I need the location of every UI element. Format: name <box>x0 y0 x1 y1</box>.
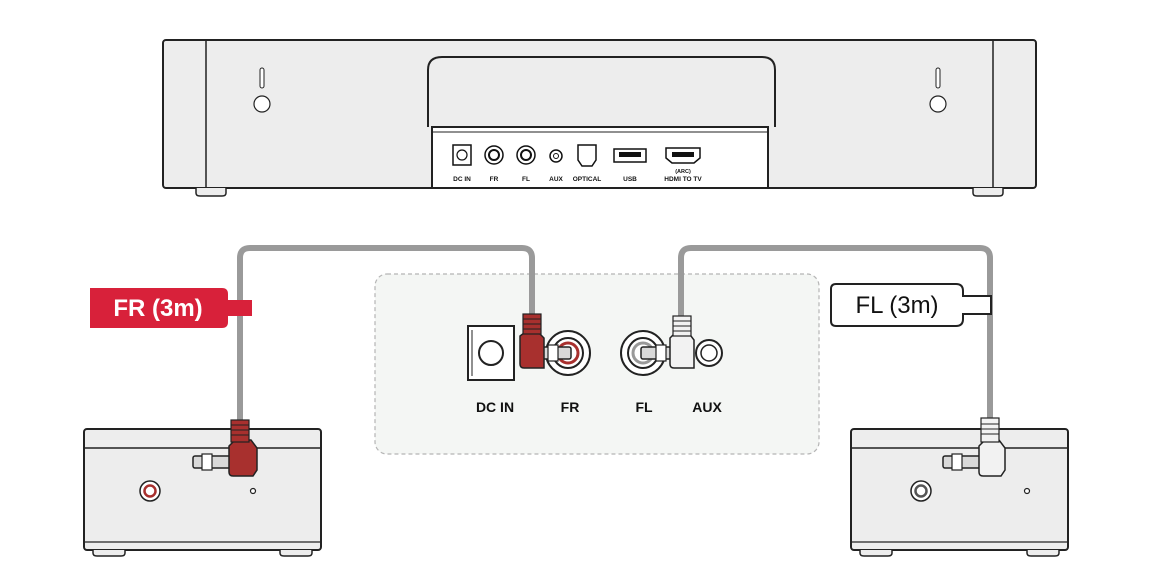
soundbar-usb-port-icon <box>613 148 647 163</box>
soundbar-fl-label: FL <box>522 176 530 183</box>
zoom-fr-plug-icon <box>519 313 572 369</box>
fr-cable-label: FR (3m) <box>113 295 202 322</box>
soundbar-hdmi-label: HDMI TO TV <box>664 176 702 183</box>
soundbar-dc-in-label: DC IN <box>453 176 471 183</box>
fr-speaker-rca-jack-icon <box>139 480 161 502</box>
soundbar-aux-label: AUX <box>549 176 563 183</box>
zoom-dc-in-label: DC IN <box>476 399 514 415</box>
soundbar-usb-label: USB <box>623 176 637 183</box>
fl-speaker <box>850 428 1069 557</box>
zoom-aux-label: AUX <box>692 399 722 415</box>
soundbar-dc-in-port-icon <box>452 144 472 166</box>
zoom-panel <box>374 273 820 455</box>
fl-cable <box>678 245 993 425</box>
zoom-fr-label: FR <box>561 399 580 415</box>
soundbar-fr-port-icon <box>484 145 504 165</box>
fr-speaker-plug-icon <box>192 419 258 477</box>
soundbar-optical-port-icon <box>577 144 597 167</box>
fr-speaker-indicator-icon <box>249 487 257 495</box>
soundbar-hdmi-port-icon <box>665 147 701 164</box>
fl-speaker-plug-icon <box>942 417 1006 477</box>
fl-speaker-rca-jack-icon <box>910 480 932 502</box>
fr-speaker <box>83 428 322 557</box>
zoom-fl-plug-icon <box>640 315 695 369</box>
soundbar-fr-label: FR <box>490 176 499 183</box>
soundbar-optical-label: OPTICAL <box>573 176 602 183</box>
zoom-fl-label: FL <box>635 399 653 415</box>
right-keyhole-icon <box>929 67 947 113</box>
left-keyhole-icon <box>253 67 271 113</box>
fr-cable-tag: FR (3m) <box>90 288 252 328</box>
fl-speaker-indicator-icon <box>1023 487 1031 495</box>
soundbar-fl-port-icon <box>516 145 536 165</box>
fl-cable-tag: FL (3m) <box>830 283 992 327</box>
soundbar-aux-port-icon <box>549 149 563 163</box>
soundbar-hdmi-arc-label: (ARC) <box>675 169 691 175</box>
soundbar: DC IN FR FL AUX OPTICAL USB (ARC) HDMI T… <box>162 39 1037 197</box>
zoom-dc-in-port-icon <box>467 325 515 381</box>
fl-cable-label: FL (3m) <box>855 292 938 319</box>
fr-cable <box>237 245 535 430</box>
zoom-aux-port-icon <box>695 339 723 367</box>
